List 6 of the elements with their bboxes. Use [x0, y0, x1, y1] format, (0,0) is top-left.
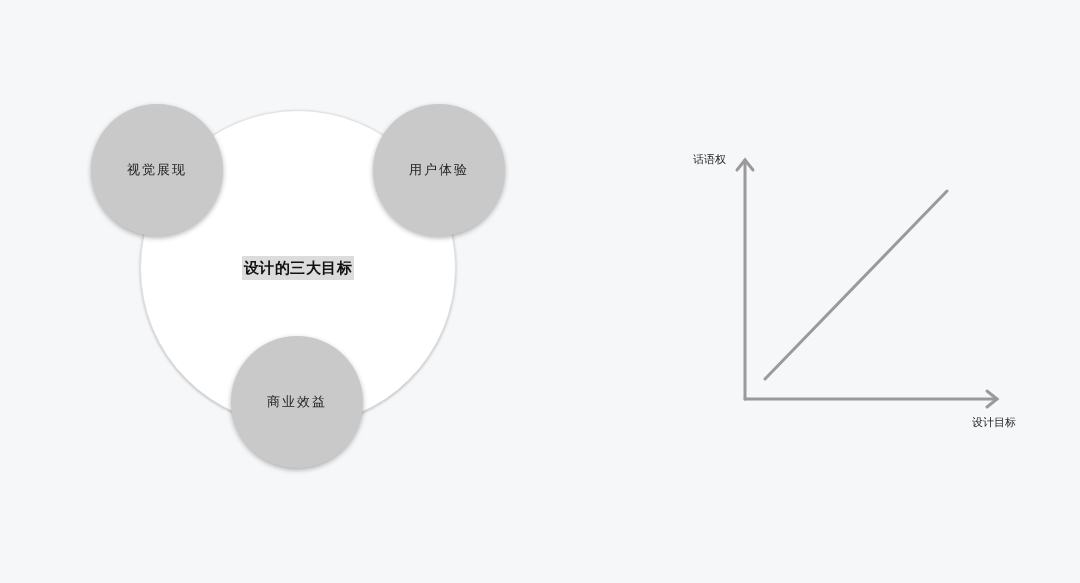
node-label: 用户体验	[409, 161, 469, 179]
node-label: 商业效益	[267, 393, 327, 411]
center-title: 设计的三大目标	[241, 256, 355, 280]
axis-label: 设计目标	[972, 415, 1016, 430]
axis-label: 话语权	[693, 152, 726, 167]
node-label: 视觉展现	[127, 161, 187, 179]
